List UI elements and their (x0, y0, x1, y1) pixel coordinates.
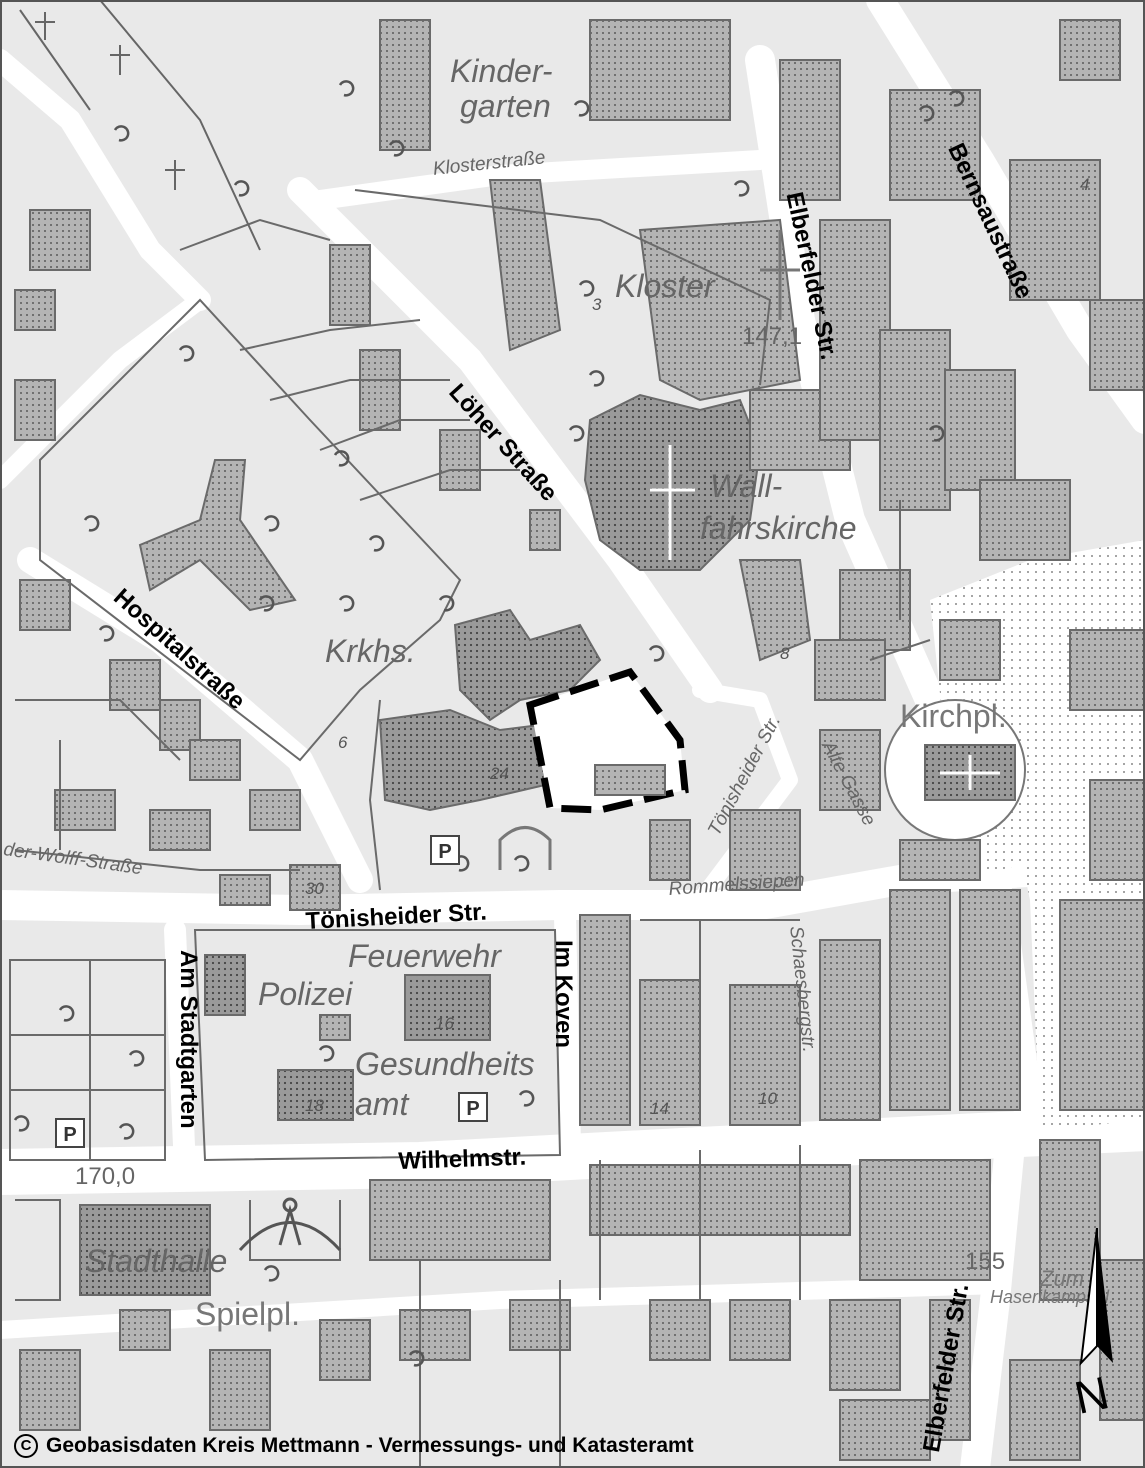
north-arrow-icon (1079, 1228, 1113, 1366)
parking-icon: P (55, 1118, 85, 1148)
house-number: 24 (490, 764, 509, 783)
hospital-building (138, 459, 297, 612)
street-label-am-stadtgarten: Am Stadtgarten (175, 950, 202, 1129)
house-number: 3 (592, 295, 602, 314)
house-number: 8 (780, 644, 790, 663)
parking-loop (498, 826, 552, 870)
copyright-notice: C Geobasisdaten Kreis Mettmann - Vermess… (14, 1434, 694, 1458)
building-24 (378, 708, 547, 812)
place-label-stadthalle: Stadthalle (85, 1243, 228, 1279)
parking-icon: P (458, 1092, 488, 1122)
elevation-label: 155 (965, 1248, 1006, 1275)
house-number: 30 (305, 879, 324, 898)
place-label-haserikampsplatz: Haserikampspl. (990, 1287, 1115, 1307)
street-im-koven (554, 904, 581, 1156)
street-loeher (287, 177, 723, 703)
place-label-kindergarten-2: garten (460, 88, 551, 124)
parcel-lines (9, 189, 931, 1468)
place-label-wallfahrtskirche-1: Wall- (710, 468, 783, 504)
place-label-wallfahrtskirche-2: fahrskirche (700, 510, 857, 546)
cemetery (19, 0, 261, 251)
parking-icon: P (430, 835, 460, 865)
krankenhaus-building (453, 608, 602, 722)
house-number: 16 (435, 1014, 454, 1033)
house-number: 4 (1080, 175, 1090, 194)
elevation-label: 170,0 (75, 1163, 136, 1190)
house-number: 6 (338, 733, 348, 752)
playground-symbol (238, 1197, 342, 1252)
copyright-icon: C (14, 1434, 38, 1458)
street-label-im-koven: Im Koven (550, 940, 577, 1049)
house-number: 18 (305, 1096, 324, 1115)
place-label-spielplatz: Spielpl. (195, 1296, 300, 1332)
elevation-label: 147,1 (742, 323, 803, 350)
church-cross-symbols (650, 445, 1000, 790)
street-hospital (17, 547, 373, 893)
street-am-stadtgarten (164, 919, 196, 1181)
street-elberfelder-south (960, 1130, 1025, 1468)
place-label-gesundheitsamt-1: Gesundheits (355, 1046, 535, 1082)
copyright-text: Geobasisdaten Kreis Mettmann - Vermessun… (46, 1434, 694, 1457)
place-label-feuerwehr: Feuerwehr (348, 938, 501, 974)
place-label-kirchplatz: Kirchpl. (900, 698, 1007, 734)
place-label-kindergarten-1: Kinder- (450, 53, 553, 89)
place-label-polizei: Polizei (258, 976, 353, 1012)
street-west-ring (0, 49, 211, 311)
house-number: 14 (650, 1099, 669, 1118)
place-label-krkhs: Krkhs. (325, 633, 416, 669)
wallfahrtskirche-building (583, 393, 762, 571)
street-label-wilhelmstrasse: Wilhelmstr. (397, 1143, 527, 1175)
place-label-kloster: Kloster (615, 268, 715, 304)
place-label-zum: Zum (1040, 1266, 1084, 1291)
tree-symbols (13, 80, 965, 1367)
house-number: 10 (758, 1089, 777, 1108)
kloster-cross (760, 230, 800, 320)
street-rommel (752, 872, 888, 913)
street-klosterstrasse (310, 150, 770, 210)
place-label-gesundheitsamt-2: amt (355, 1086, 409, 1122)
